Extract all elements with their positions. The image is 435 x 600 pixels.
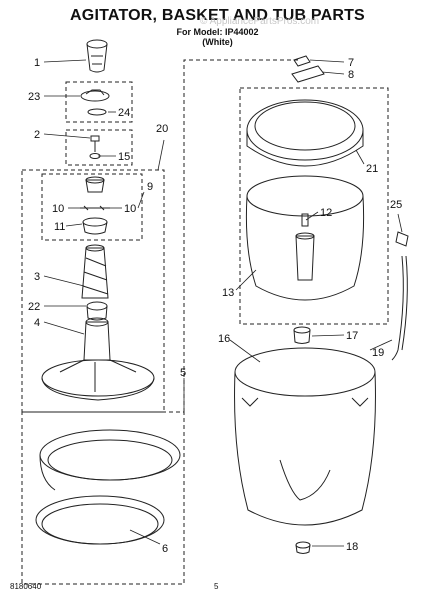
group-box-23 [65,81,133,123]
callout-11: 11 [54,221,65,233]
part-19-hose [391,255,408,361]
callout-9: 9 [147,181,153,193]
part-4-agitator-base [41,317,155,401]
connector-line [183,59,300,412]
model-line: For Model: IP44002 [176,27,259,37]
callout-24: 24 [118,107,130,119]
part-23-seal [80,89,110,102]
page-title: AGITATOR, BASKET AND TUB PARTS [70,7,365,24]
part-8-nut [291,65,325,83]
callouts: 1 23 24 2 15 20 9 10 10 11 3 22 4 5 6 7 … [28,57,402,555]
color-line: (White) [202,37,233,47]
part-16-tub [234,347,376,526]
footer-page-number: 5 [214,582,219,591]
part-12-bolt [301,213,309,227]
callout-15: 15 [118,151,130,163]
part-1-agitator-cap [86,39,108,73]
group-box-2 [65,129,133,166]
callout-23: 23 [28,91,40,103]
group-box-20 [21,169,165,413]
callout-2: 2 [34,129,40,141]
callout-10-right: 10 [124,203,136,215]
part-18-nut [295,541,311,554]
part-21-balance-ring [246,99,364,167]
part-7-clip [293,55,311,67]
part-3-auger [81,244,109,299]
part-13-basket [245,175,365,301]
callout-21: 21 [366,163,378,175]
callout-10-left: 10 [52,203,64,215]
part-17-drive-block [293,326,311,344]
callout-22: 22 [28,301,40,313]
group-box-21 [239,87,389,325]
callout-16: 16 [218,333,230,345]
part-9-dog-assembly [80,176,110,235]
part-24-o-ring [87,108,107,116]
part-22-cam [86,301,108,321]
callout-18: 18 [346,541,358,553]
callout-12: 12 [320,207,332,219]
part-6-ring [35,429,181,545]
callout-25: 25 [390,199,402,211]
part-2-bolt [90,135,100,152]
part-25-hose-clamp [395,231,409,247]
callout-6: 6 [162,543,168,555]
callout-19: 19 [372,347,384,359]
callout-1: 1 [34,57,40,69]
callout-4: 4 [34,317,40,329]
callout-20: 20 [156,123,168,135]
callout-13: 13 [222,287,234,299]
callout-3: 3 [34,271,40,283]
footer-part-number: 8180640 [10,582,42,591]
group-box-5 [21,411,185,585]
watermark: © AppliancePartsPros.com [200,16,319,27]
group-box-9 [41,173,143,241]
callout-8: 8 [348,69,354,81]
callout-17: 17 [346,330,358,342]
callout-5: 5 [180,367,186,379]
callout-7: 7 [348,57,354,69]
